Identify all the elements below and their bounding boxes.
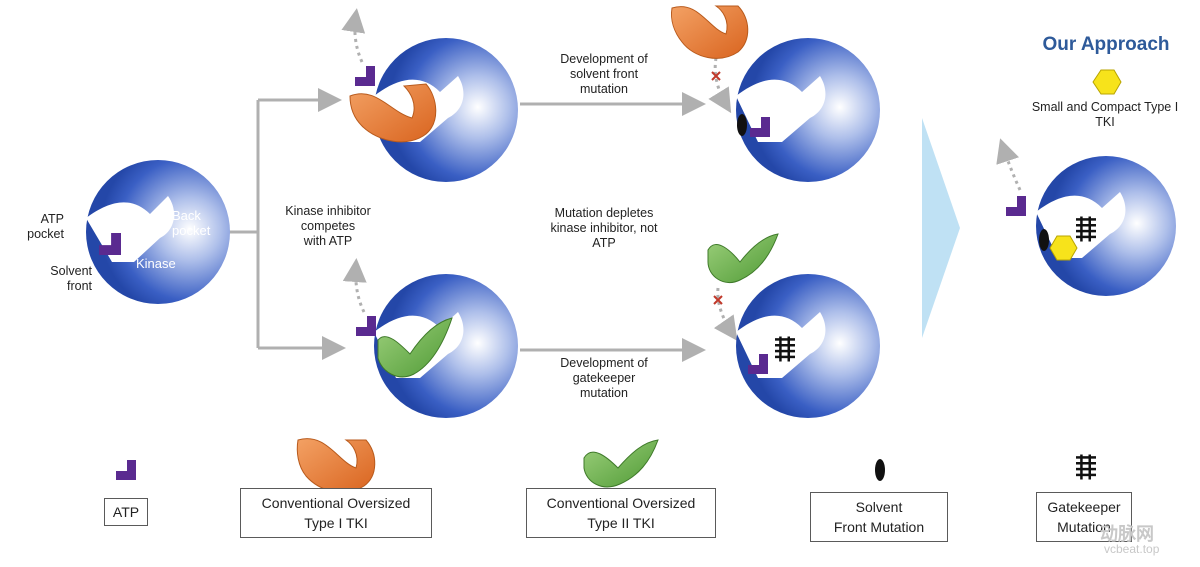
kinase-sphere-gatekeeper-mutation — [736, 274, 880, 418]
kinase-sphere-solvent-mutation — [736, 38, 880, 182]
atp-pocket-label: ATP pocket — [27, 212, 64, 241]
solvent-mutation-oval-legend — [875, 459, 885, 481]
legend-type1-box: Conventional Oversized Type I TKI — [240, 488, 432, 538]
solvent-development-annotation: Development of solvent front mutation — [560, 52, 648, 96]
type2-tki-released — [707, 233, 779, 284]
legend-atp-label: ATP — [112, 504, 140, 520]
legend-type2-label: Conventional Oversized Type II TKI — [546, 495, 696, 531]
back-pocket-label: Back pocket — [172, 208, 211, 238]
release-arrows — [341, 8, 1022, 341]
gatekeeper-ladder-legend — [1076, 454, 1096, 480]
legend-atp-box: ATP — [104, 498, 148, 526]
legend-solvent-box: Solvent Front Mutation — [810, 492, 948, 542]
atp-icon-bottom — [356, 316, 376, 336]
legend-gatekeeper-box: Gatekeeper Mutation — [1036, 492, 1132, 542]
solvent-mutation-oval-approach — [1039, 229, 1049, 251]
atp-icon-legend — [116, 460, 136, 480]
our-approach-title: Our Approach — [1042, 34, 1170, 55]
kinase-sphere-initial — [86, 160, 230, 304]
branch-connectors — [228, 88, 706, 362]
type1-tki-bound — [349, 83, 437, 143]
blocked-x-marks — [711, 71, 723, 305]
watermark-brand: 动脉网 — [1100, 524, 1154, 544]
atp-icon-top — [355, 66, 375, 86]
compact-tki-hexagon-top — [1092, 69, 1122, 95]
watermark-site: vcbeat.top — [1104, 542, 1160, 556]
transition-chevron — [922, 118, 960, 338]
legend-type1-label: Conventional Oversized Type I TKI — [261, 495, 411, 531]
legend-type2-box: Conventional Oversized Type II TKI — [526, 488, 716, 538]
compact-tki-label: Small and Compact Type I TKI — [1031, 100, 1179, 129]
kinase-label: Kinase — [136, 256, 176, 271]
type2-tki-legend-shape — [583, 439, 659, 488]
gatekeeper-development-annotation: Development of gatekeeper mutation — [560, 356, 648, 400]
compact-tki-hexagon-bound — [1049, 235, 1078, 261]
mutation-depletes-annotation: Mutation depletes kinase inhibitor, not … — [550, 206, 658, 250]
legend-gatekeeper-label: Gatekeeper Mutation — [1047, 499, 1121, 535]
solvent-front-label: Solvent front — [50, 264, 92, 293]
type2-tki-bound — [377, 317, 453, 378]
kinase-sphere-our-approach — [1036, 156, 1176, 296]
solvent-mutation-oval-sphere — [737, 114, 747, 136]
type1-tki-released — [671, 5, 749, 59]
atp-icon-approach — [1006, 196, 1026, 216]
type1-tki-legend-shape — [296, 438, 376, 493]
competes-annotation: Kinase inhibitor competes with ATP — [285, 204, 371, 248]
legend-solvent-label: Solvent Front Mutation — [833, 499, 925, 535]
